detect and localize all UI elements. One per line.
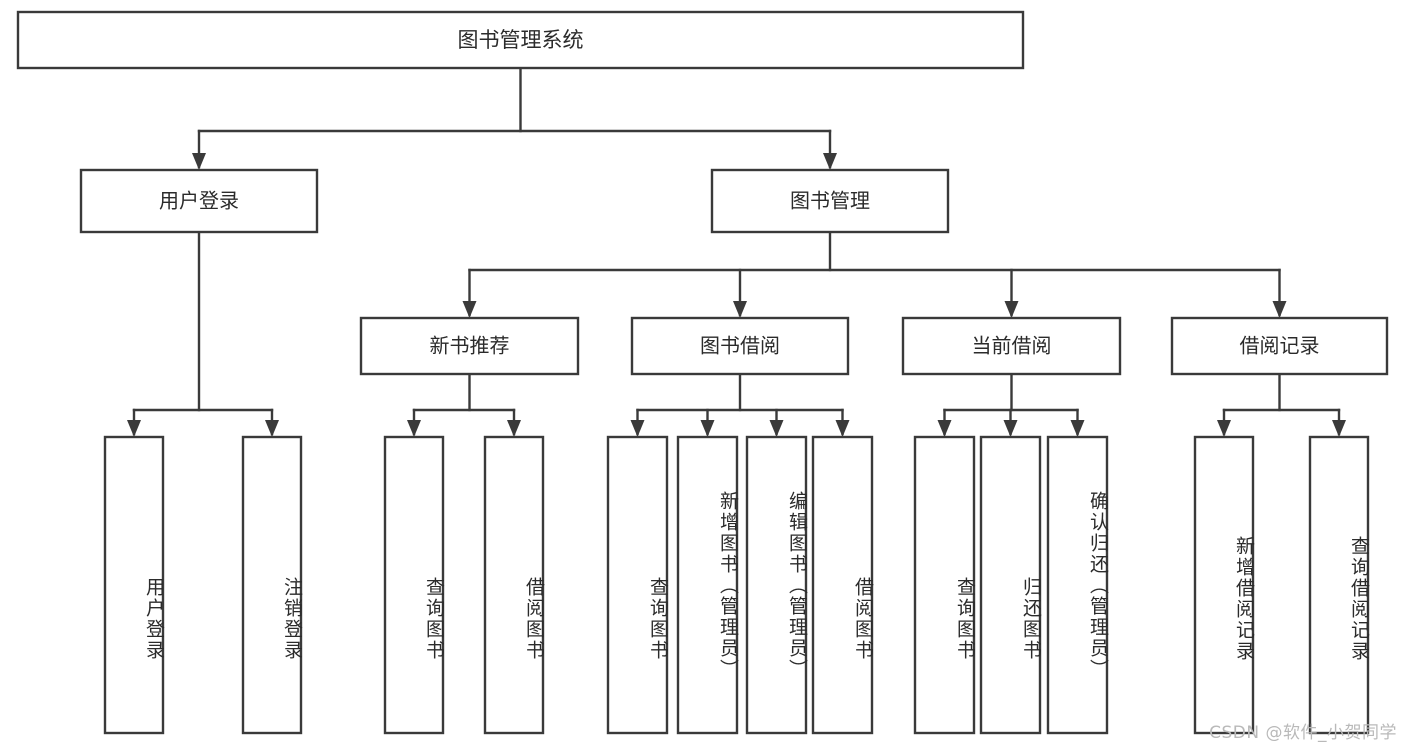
connector-layer — [127, 66, 1346, 437]
node-label: 图书借阅 — [700, 334, 780, 358]
node-leaf[interactable] — [1046, 435, 1109, 735]
node-label: 图书管理 — [790, 189, 870, 213]
arrow-head — [1070, 420, 1085, 437]
node-leaf[interactable] — [811, 435, 874, 735]
csdn-watermark: CSDN @软件_小贺同学 — [1209, 723, 1397, 743]
node-label: 借阅记录 — [1240, 334, 1320, 358]
node-level3[interactable] — [901, 316, 1122, 376]
node-label: 图书管理系统 — [458, 28, 584, 52]
node-leaf[interactable] — [103, 435, 165, 735]
node-leaf[interactable] — [979, 435, 1042, 735]
arrow-head — [937, 420, 952, 437]
arrow-head — [769, 420, 784, 437]
arrow-head — [733, 301, 747, 318]
node-leaf[interactable] — [1308, 435, 1370, 735]
node-label: 新书推荐 — [430, 334, 510, 358]
node-leaf[interactable] — [383, 435, 445, 735]
arrow-head — [127, 420, 141, 437]
node-level2[interactable] — [79, 168, 319, 234]
node-label: 当前借阅 — [972, 334, 1052, 358]
node-box-layer — [16, 10, 1389, 735]
node-level3[interactable] — [1170, 316, 1389, 376]
node-level3[interactable] — [359, 316, 580, 376]
node-label: 用户登录 — [159, 189, 239, 213]
arrow-head — [1217, 420, 1231, 437]
arrow-head — [462, 301, 477, 318]
arrow-head — [835, 420, 850, 437]
node-leaf[interactable] — [1193, 435, 1255, 735]
arrow-head — [1003, 420, 1018, 437]
node-leaf[interactable] — [483, 435, 545, 735]
arrow-head — [1004, 301, 1019, 318]
node-leaf[interactable] — [913, 435, 976, 735]
node-root[interactable] — [16, 10, 1025, 70]
arrow-head — [630, 420, 645, 437]
node-leaf[interactable] — [606, 435, 669, 735]
arrow-head — [1332, 420, 1346, 437]
node-level3[interactable] — [630, 316, 850, 376]
arrow-head — [407, 420, 421, 437]
node-leaf[interactable] — [241, 435, 303, 735]
arrow-head — [265, 420, 279, 437]
arrow-head — [700, 420, 715, 437]
node-leaf[interactable] — [745, 435, 808, 735]
arrow-head — [507, 420, 521, 437]
arrow-head — [1272, 301, 1287, 318]
node-leaf[interactable] — [676, 435, 739, 735]
node-level2[interactable] — [710, 168, 950, 234]
arrow-head — [823, 153, 837, 170]
arrow-head — [192, 153, 206, 170]
